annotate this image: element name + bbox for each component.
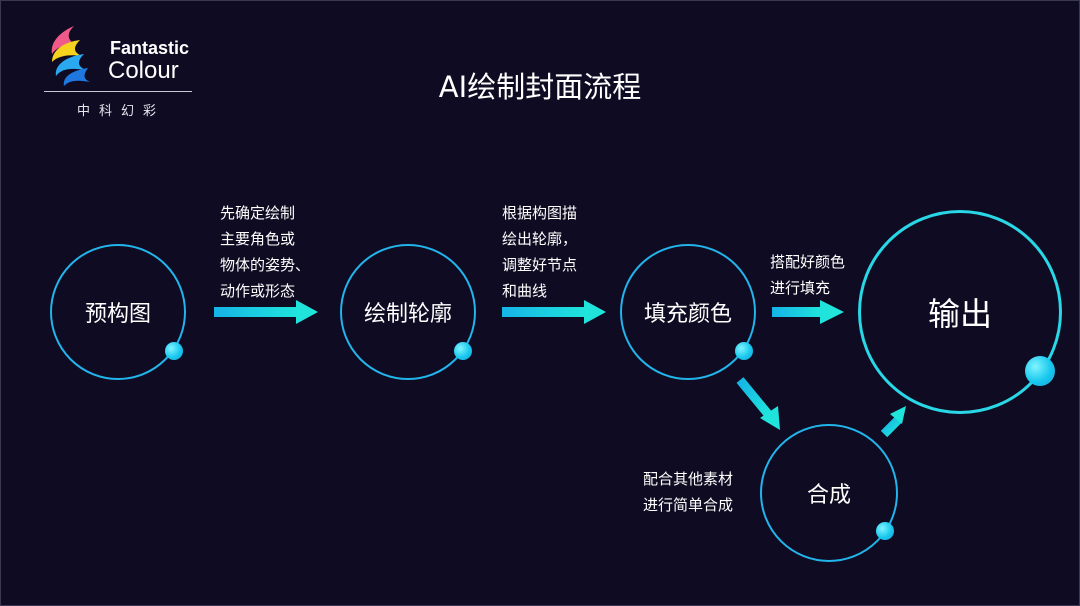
- step4-line: 配合其他素材: [643, 470, 734, 488]
- node-fill-label: 填充颜色: [643, 302, 732, 327]
- node-output: 输出: [858, 210, 1062, 414]
- node-output-label: 输出: [927, 295, 992, 333]
- node-composite-label: 合成: [806, 483, 851, 508]
- step2-line: 和曲线: [502, 282, 548, 300]
- step3-description: 搭配好颜色 进行填充: [770, 249, 845, 301]
- step3-line: 搭配好颜色: [770, 253, 846, 271]
- node-output-dot: [1025, 356, 1055, 386]
- node-sketch: 预构图: [50, 244, 186, 380]
- node-outline-label: 绘制轮廓: [363, 302, 452, 327]
- step2-line: 调整好节点: [502, 256, 578, 274]
- node-sketch-dot: [165, 342, 183, 360]
- step1-line: 主要角色或: [220, 230, 296, 248]
- step2-line: 根据构图描: [502, 204, 578, 222]
- node-outline: 绘制轮廓: [340, 244, 476, 380]
- step1-line: 先确定绘制: [220, 204, 296, 222]
- step3-line: 进行填充: [770, 279, 831, 297]
- node-composite-dot: [876, 522, 894, 540]
- node-outline-dot: [454, 342, 472, 360]
- node-fill-dot: [735, 342, 753, 360]
- step2-line: 绘出轮廓，: [502, 230, 578, 248]
- logo-name-line1: Fantastic: [110, 38, 190, 58]
- logo-chinese-name: 中科幻彩: [77, 104, 166, 119]
- node-fill: 填充颜色: [620, 244, 756, 380]
- step1-line: 物体的姿势、: [220, 256, 311, 274]
- page-title: AI绘制封面流程: [438, 70, 642, 104]
- step1-line: 动作或形态: [220, 282, 296, 300]
- logo: Fantastic Colour 中科幻彩: [44, 24, 204, 124]
- logo-name-line2: Colour: [108, 57, 179, 84]
- step2-description: 根据构图描 绘出轮廓， 调整好节点 和曲线: [502, 200, 577, 304]
- flame-logo-icon: [51, 26, 90, 86]
- node-composite: 合成: [760, 424, 898, 562]
- step4-description: 配合其他素材 进行简单合成: [643, 466, 733, 518]
- logo-divider: [44, 91, 192, 92]
- node-sketch-label: 预构图: [84, 302, 151, 327]
- step1-description: 先确定绘制 主要角色或 物体的姿势、 动作或形态: [220, 200, 310, 304]
- step4-line: 进行简单合成: [643, 496, 734, 514]
